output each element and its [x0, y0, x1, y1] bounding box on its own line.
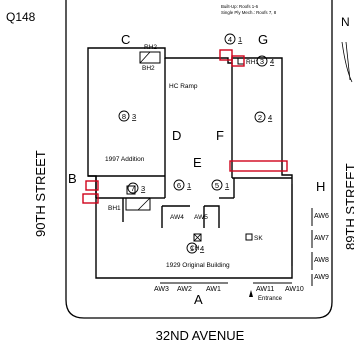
roof-7-sub: 3 — [141, 184, 145, 193]
roof-2-sub: 4 — [268, 113, 272, 122]
ch-box — [193, 233, 202, 242]
roof-1-number-bottom: 1 — [190, 244, 194, 253]
bh1-room — [125, 197, 151, 211]
roof-3-number-top: 3 — [260, 57, 264, 66]
label-ch: CH — [190, 245, 200, 252]
label-hc-ramp: HC Ramp — [169, 83, 198, 90]
label-bh1: BH1 — [108, 205, 121, 212]
roof-7-circle — [127, 182, 139, 194]
roof-5-circle — [211, 179, 223, 191]
section-e: E — [193, 155, 202, 170]
bh1-box — [126, 185, 136, 195]
right-street-curve — [341, 41, 353, 83]
highlight-g-corner — [219, 49, 233, 61]
roof-6-circle — [173, 179, 185, 191]
label-aw5: AW5 — [194, 214, 208, 221]
roof-3-circle-top — [256, 55, 268, 67]
aw3-label: AW3 — [154, 286, 169, 293]
roof-marker-numbers: 4 3 8 2 7 6 5 1 — [122, 35, 264, 253]
aw4-area-wall — [161, 205, 190, 228]
section-c: C — [121, 32, 130, 47]
label-1997-addition: 1997 Addition — [105, 156, 145, 163]
aw11-label: AW11 — [256, 286, 274, 293]
entrance-arrow-icon — [249, 290, 253, 297]
roof-4-sub: 1 — [238, 35, 242, 44]
area-wall-labels-right: AW6 AW7 AW8 AW9 — [314, 213, 329, 281]
left-lot-line — [65, 0, 333, 319]
roof-1-circle-bottom — [186, 242, 198, 254]
section-f: F — [216, 128, 224, 143]
roof-8-number: 8 — [122, 112, 126, 121]
highlight-rh1 — [231, 55, 245, 67]
roof-4-circle-top — [224, 33, 236, 45]
roof-7-number: 7 — [131, 184, 135, 193]
aw9-label: AW9 — [314, 274, 329, 281]
aw7-label: AW7 — [314, 235, 329, 242]
aw6-label: AW6 — [314, 213, 329, 220]
roof-3-sub: 4 — [270, 57, 274, 66]
bottom-street-name: 32ND AVENUE — [156, 328, 245, 343]
page-id: Q148 — [6, 10, 36, 24]
ch-cross — [193, 233, 202, 242]
label-entrance: Entrance — [258, 296, 283, 302]
roof-8-circle — [118, 110, 130, 122]
roof-2-circle — [254, 111, 266, 123]
left-street-name: 90TH STREET — [33, 150, 48, 237]
section-g: G — [258, 32, 268, 47]
roof-sub-numbers: 1 4 3 4 3 1 1 4 — [132, 35, 274, 253]
roof-8-sub: 3 — [132, 112, 136, 121]
label-aw4: AW4 — [170, 214, 184, 221]
roof-5-number: 5 — [215, 181, 219, 190]
section-b: B — [68, 171, 77, 186]
section-a: A — [194, 292, 203, 307]
highlight-b-lower — [82, 193, 99, 204]
aw8-label: AW8 — [314, 257, 329, 264]
aw1-label: AW1 — [206, 286, 221, 293]
aw2-label: AW2 — [177, 286, 192, 293]
rh2-hatch — [139, 51, 160, 64]
roof-markers — [118, 33, 268, 254]
area-wall-lines-bottom — [160, 184, 293, 284]
roof-note-line-1: Built-Up: Roofs 1-6 — [221, 4, 259, 9]
highlight-marks — [82, 49, 288, 204]
label-1929-original-building: 1929 Original Building — [166, 262, 230, 269]
bh1-hatch — [137, 197, 151, 211]
label-bh2: BH2 — [142, 65, 155, 72]
right-street-partial-letter: N — [341, 15, 350, 29]
rh1-box — [237, 57, 245, 65]
section-h: H — [316, 179, 325, 194]
roof-6-number: 6 — [177, 181, 181, 190]
roof-5-sub: 1 — [225, 181, 229, 190]
lot-lines — [65, 0, 333, 319]
label-rh2: RH2 — [144, 44, 157, 51]
penthouses — [125, 51, 253, 242]
aw5-area-wall — [203, 205, 220, 228]
highlight-b-upper — [85, 180, 99, 191]
rh2-box — [139, 51, 161, 64]
section-d: D — [172, 128, 181, 143]
roof-2-number: 2 — [258, 113, 262, 122]
sk-box — [245, 233, 253, 241]
roof-6-sub: 1 — [187, 181, 191, 190]
right-street-name: 89TH STREET — [343, 163, 354, 250]
building-perimeter — [87, 47, 293, 279]
building-outline — [87, 47, 293, 279]
highlight-h-edge — [229, 160, 288, 172]
roof-note-line-2: Single Ply Mech.: Roofs 7, 8 — [221, 10, 277, 15]
roof-4-number-top: 4 — [228, 35, 232, 44]
label-sk: SK — [254, 235, 263, 242]
aw10-label: AW10 — [285, 286, 304, 293]
roof-1-sub: 4 — [200, 244, 204, 253]
label-rh1: RH1 — [246, 59, 259, 66]
area-wall-labels-bottom: AW3 AW2 AW1 AW11 AW10 — [154, 286, 304, 293]
